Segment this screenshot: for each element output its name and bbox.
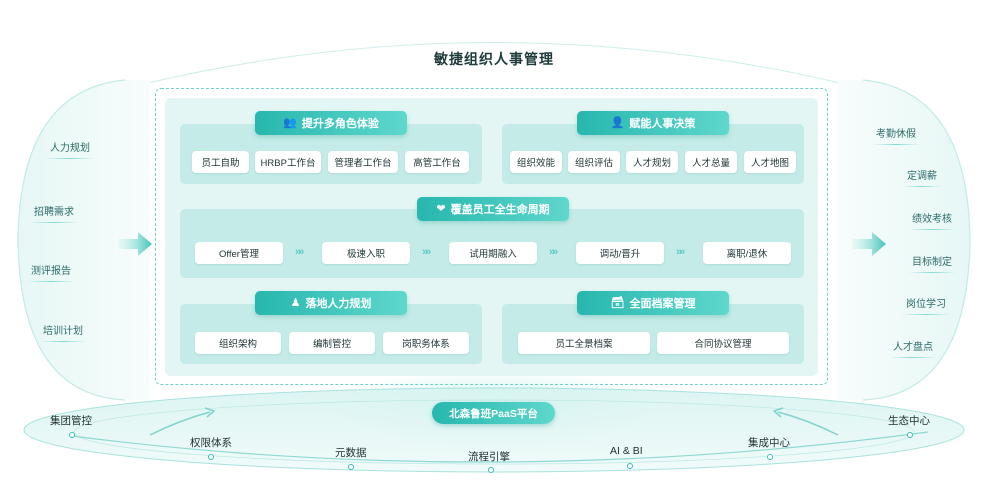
section-lifecycle-header: ❤覆盖员工全生命周期: [417, 197, 569, 221]
chevrons-right-icon: »»: [295, 246, 304, 258]
page-title: 敏捷组织人事管理: [434, 51, 554, 67]
left-label: 招聘需求: [30, 203, 78, 223]
heart-hand-icon: ❤: [436, 202, 446, 215]
chip-employee-self-service[interactable]: 员工自助: [192, 151, 249, 173]
base-item-integration: 集成中心: [748, 437, 790, 449]
base-dot: [348, 464, 354, 470]
users-icon: 👥: [283, 116, 297, 129]
base-item-group-control: 集团管控: [50, 415, 92, 427]
chip-employee-profile[interactable]: 员工全景档案: [518, 332, 650, 354]
chevrons-right-icon: »»: [676, 246, 685, 258]
chip-manager-workbench[interactable]: 管理者工作台: [328, 151, 398, 173]
right-label: 人才盘点: [889, 338, 937, 358]
arrow-right-icon: [118, 232, 152, 256]
platform-badge: 北森鲁班PaaS平台: [432, 402, 555, 424]
chevrons-right-icon: »»: [422, 246, 431, 258]
left-label: 测评报告: [27, 262, 75, 282]
chip-position-system[interactable]: 岗职务体系: [383, 332, 469, 354]
right-label: 考勤休假: [872, 125, 920, 145]
chip-hrbp-workbench[interactable]: HRBP工作台: [255, 151, 321, 173]
base-dot: [488, 467, 494, 473]
archive-icon: 🗃: [610, 296, 625, 309]
base-item-metadata: 元数据: [335, 447, 367, 459]
right-label: 绩效考核: [908, 210, 956, 230]
chip-executive-workbench[interactable]: 高管工作台: [405, 151, 469, 173]
section-decision-header: 👤赋能人事决策: [577, 111, 729, 135]
user-settings-icon: 👤: [610, 116, 625, 129]
org-icon: ♟: [290, 296, 301, 309]
chip-headcount-control[interactable]: 编制管控: [289, 332, 375, 354]
chip-contract-management[interactable]: 合同协议管理: [657, 332, 789, 354]
chip-probation[interactable]: 试用期融入: [449, 242, 537, 264]
right-label: 目标制定: [908, 253, 956, 273]
base-dot: [767, 454, 773, 460]
base-item-ecosystem: 生态中心: [888, 415, 930, 427]
section-archive-header: 🗃全面档案管理: [577, 291, 729, 315]
chevrons-right-icon: »»: [549, 246, 558, 258]
base-dot: [208, 454, 214, 460]
arrow-right-icon: [852, 232, 886, 256]
chip-fast-onboarding[interactable]: 极速入职: [322, 242, 410, 264]
base-dot: [627, 463, 633, 469]
section-planning-header: ♟落地人力规划: [255, 291, 407, 315]
chip-talent-planning[interactable]: 人才规划: [626, 151, 678, 173]
right-label: 定调薪: [903, 167, 941, 187]
chip-talent-map[interactable]: 人才地图: [744, 151, 796, 173]
chip-org-assessment[interactable]: 组织评估: [568, 151, 620, 173]
left-label: 人力规划: [46, 139, 94, 159]
base-dot: [69, 432, 75, 438]
base-item-workflow-engine: 流程引擎: [468, 451, 510, 463]
chip-offer-management[interactable]: Offer管理: [195, 242, 283, 264]
right-label: 岗位学习: [902, 295, 950, 315]
base-dot: [907, 432, 913, 438]
core-frame: [155, 88, 828, 385]
chip-talent-total[interactable]: 人才总量: [685, 151, 737, 173]
chip-org-efficiency[interactable]: 组织效能: [510, 151, 562, 173]
base-item-ai-bi: AI & BI: [610, 445, 643, 457]
chip-resignation-retirement[interactable]: 离职/退休: [703, 242, 791, 264]
base-item-permission: 权限体系: [190, 437, 232, 449]
section-roles-header: 👥提升多角色体验: [255, 111, 407, 135]
left-label: 培训计划: [39, 322, 87, 342]
chip-transfer-promotion[interactable]: 调动/晋升: [576, 242, 664, 264]
chip-org-structure[interactable]: 组织架构: [195, 332, 281, 354]
